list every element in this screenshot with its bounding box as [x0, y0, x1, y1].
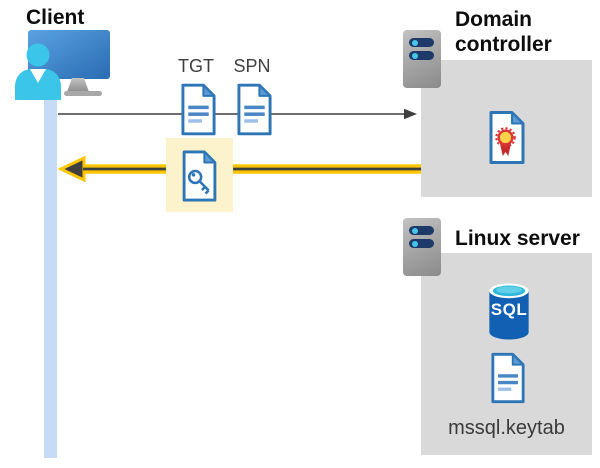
linux-server-icon [403, 218, 441, 276]
server-slot-icon [409, 51, 434, 60]
server-slot-icon [409, 239, 434, 248]
spn-document-icon [236, 83, 273, 136]
monitor-icon [28, 30, 110, 96]
keytab-label: mssql.keytab [448, 417, 565, 439]
server-led-icon [412, 227, 418, 234]
client-lifeline [44, 90, 57, 458]
tgt-label: TGT [178, 56, 214, 76]
keytab-document-icon [490, 352, 526, 404]
linux-server-label: Linux server [455, 227, 580, 250]
domain-controller-server-icon [403, 30, 441, 88]
server-led-icon [412, 240, 418, 247]
server-led-icon [412, 39, 418, 46]
certificate-icon [488, 110, 526, 165]
server-led-icon [412, 52, 418, 59]
sql-database-icon: SQL [487, 283, 531, 340]
spn-label: SPN [233, 56, 271, 76]
server-slot-icon [409, 226, 434, 235]
sql-label: SQL [490, 300, 528, 319]
tgt-document-icon [180, 83, 217, 136]
client-user-computer-icon [15, 30, 110, 100]
user-icon [15, 43, 61, 100]
client-label: Client [26, 6, 85, 29]
server-slot-icon [409, 38, 434, 47]
key-ticket-icon [181, 150, 218, 202]
response-arrow [57, 155, 421, 183]
request-arrow [58, 108, 417, 120]
domain-controller-label: Domain controller [455, 8, 552, 56]
